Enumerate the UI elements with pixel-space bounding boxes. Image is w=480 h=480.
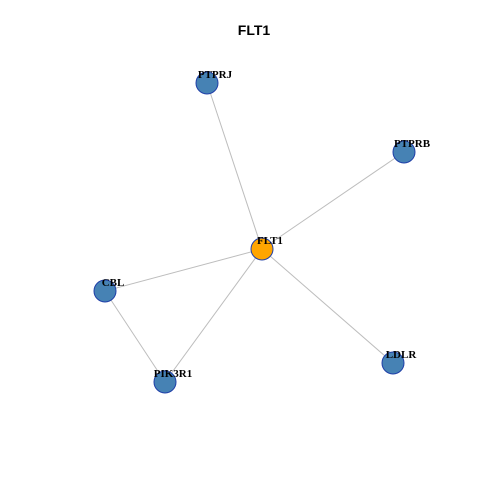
- node-ldlr: LDLR: [381, 349, 418, 375]
- node-circle-pik3r1: [153, 370, 177, 394]
- node-label-flt1: FLT1: [257, 235, 283, 247]
- diagram-title: FLT1: [238, 22, 271, 38]
- node-circle-cbl: [93, 279, 117, 303]
- edges-layer: [104, 82, 405, 383]
- edge-flt1-cbl: [104, 248, 263, 292]
- node-circle-ldlr: [381, 351, 405, 375]
- node-label-cbl: CBL: [102, 277, 125, 289]
- node-ptprj: PTPRJ: [195, 69, 233, 95]
- edge-flt1-ptprb: [261, 151, 405, 250]
- node-flt1: FLT1: [250, 235, 283, 261]
- node-label-ptprj: PTPRJ: [198, 69, 233, 81]
- node-label-ldlr: LDLR: [386, 349, 418, 361]
- node-pik3r1: PIK3R1: [153, 368, 193, 394]
- node-label-ptprb: PTPRB: [394, 138, 431, 150]
- edge-cbl-pik3r1: [104, 290, 166, 383]
- nodes-layer: FLT1 PTPRJ PTPRB CBL PIK3R1 LDLR: [93, 69, 431, 394]
- edge-flt1-ldlr: [261, 248, 394, 364]
- node-label-pik3r1: PIK3R1: [154, 368, 193, 380]
- edge-flt1-pik3r1: [164, 248, 263, 383]
- node-ptprb: PTPRB: [392, 138, 431, 164]
- edge-flt1-ptprj: [206, 82, 263, 250]
- node-circle-flt1: [250, 237, 274, 261]
- node-circle-ptprb: [392, 140, 416, 164]
- node-cbl: CBL: [93, 277, 125, 303]
- node-circle-ptprj: [195, 71, 219, 95]
